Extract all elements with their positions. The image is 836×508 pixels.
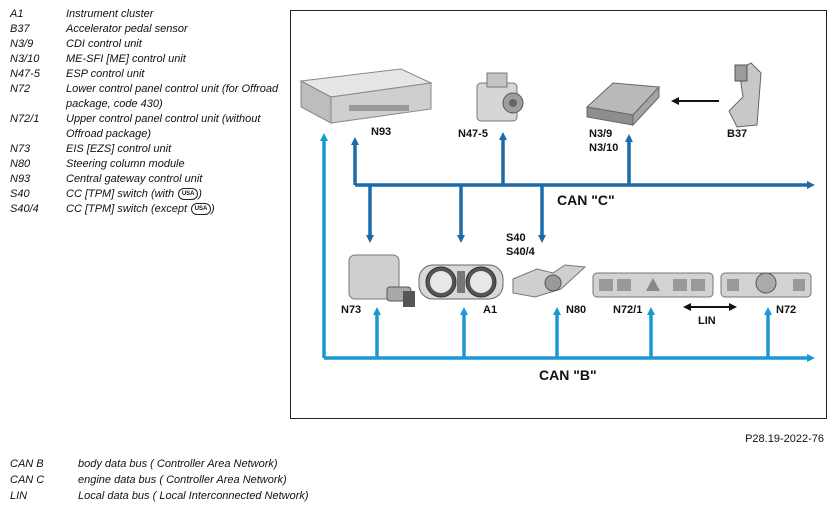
legend-desc: ME-SFI [ME] control unit	[66, 53, 186, 65]
legend-desc: Upper control panel control unit (withou…	[66, 113, 261, 140]
bus-legend-code: CAN B	[10, 458, 44, 470]
bus-legend-row-lin: LIN Local data bus ( Local Interconnected…	[10, 488, 309, 504]
legend-desc-text: CC [TPM] switch (with	[66, 188, 175, 200]
label-can-b: CAN "B"	[539, 367, 597, 383]
n47-5-esp-icon	[476, 72, 524, 122]
bus-legend-row-can-b: CAN B body data bus ( Controller Area Net…	[10, 456, 309, 472]
bus-legend-desc: engine data bus ( Controller Area Networ…	[78, 474, 287, 486]
label-n72: N72	[776, 304, 796, 316]
legend-code: A1	[10, 8, 24, 20]
legend-desc: Accelerator pedal sensor	[66, 23, 188, 35]
n73-ignition-icon	[348, 254, 415, 307]
can-b-bus	[320, 133, 815, 362]
legend-row-n73: N73 EIS [EZS] control unit	[10, 142, 296, 157]
legend-row-n3-10: N3/10 ME-SFI [ME] control unit	[10, 52, 296, 67]
label-s40-4: S40/4	[506, 246, 536, 258]
n93-gateway-icon	[299, 68, 433, 124]
legend-desc: CDI control unit	[66, 38, 142, 50]
legend-code: S40/4	[10, 203, 39, 215]
legend-row-n47-5: N47-5 ESP control unit	[10, 67, 296, 82]
label-n80: N80	[566, 304, 586, 316]
n72-control-panel-icon	[720, 272, 812, 298]
label-b37: B37	[727, 128, 747, 140]
bus-legend-desc: body data bus ( Controller Area Network)	[78, 458, 278, 470]
legend-desc-text: CC [TPM] switch (except	[66, 203, 188, 215]
label-n3-10: N3/10	[589, 142, 618, 154]
legend-code: N93	[10, 173, 31, 185]
usa-badge-icon: USA	[191, 203, 212, 216]
bus-legend-desc: Local data bus ( Local Interconnected Ne…	[78, 490, 309, 502]
legend-code: S40	[10, 188, 30, 200]
usa-badge-icon: USA	[178, 188, 199, 201]
bus-legend-code: LIN	[10, 490, 28, 502]
n80-steering-column-icon	[512, 264, 587, 298]
legend-desc: Steering column module	[66, 158, 185, 170]
label-n72-1: N72/1	[613, 304, 642, 316]
b37-pedal-icon	[728, 62, 762, 128]
can-c-bus	[351, 132, 815, 243]
n3-9-ecu-icon	[585, 82, 661, 127]
label-n3-9: N3/9	[589, 128, 612, 140]
legend-row-n80: N80 Steering column module	[10, 157, 296, 172]
bus-legend-code: CAN C	[10, 474, 45, 486]
bus-legend-row-can-c: CAN C engine data bus ( Controller Area N…	[10, 472, 309, 488]
legend-code: B37	[10, 23, 30, 35]
label-can-c: CAN "C"	[557, 192, 615, 208]
legend-desc: EIS [EZS] control unit	[66, 143, 172, 155]
legend-row-n3-9: N3/9 CDI control unit	[10, 37, 296, 52]
n72-1-control-panel-icon	[592, 272, 714, 298]
legend-row-n93: N93 Central gateway control unit	[10, 172, 296, 187]
figure-reference: P28.19-2022-76	[745, 433, 824, 445]
legend-desc: Instrument cluster	[66, 8, 154, 20]
legend-desc: Central gateway control unit	[66, 173, 203, 185]
legend-code: N80	[10, 158, 31, 170]
component-legend: A1 Instrument cluster B37 Accelerator peda…	[10, 7, 296, 217]
legend-desc: ESP control unit	[66, 68, 145, 80]
label-n73: N73	[341, 304, 361, 316]
legend-row-b37: B37 Accelerator pedal sensor	[10, 22, 296, 37]
legend-code: N3/9	[10, 38, 34, 50]
legend-code: N47-5	[10, 68, 40, 80]
label-lin: LIN	[698, 315, 716, 327]
legend-code: N72/1	[10, 113, 40, 125]
a1-cluster-icon	[418, 264, 504, 300]
bus-legend: CAN B body data bus ( Controller Area Net…	[10, 456, 309, 504]
legend-row-n72: N72 Lower control panel control unit (for…	[10, 82, 296, 112]
legend-desc: Lower control panel control unit (for Of…	[66, 83, 279, 110]
legend-code: N3/10	[10, 53, 40, 65]
network-diagram: N93 N47-5 N3/9 N3/10 B37 S40 S40/4 N73 A…	[299, 62, 815, 383]
legend-code: N72	[10, 83, 31, 95]
label-n93: N93	[371, 126, 391, 138]
legend-code: N73	[10, 143, 31, 155]
label-s40: S40	[506, 232, 526, 244]
label-n47-5: N47-5	[458, 128, 488, 140]
diagram-frame: N93 N47-5 N3/9 N3/10 B37 S40 S40/4 N73 A…	[290, 10, 827, 419]
legend-row-a1: A1 Instrument cluster	[10, 7, 296, 22]
label-a1: A1	[483, 304, 497, 316]
legend-row-n72-1: N72/1 Upper control panel control unit (w…	[10, 112, 296, 142]
